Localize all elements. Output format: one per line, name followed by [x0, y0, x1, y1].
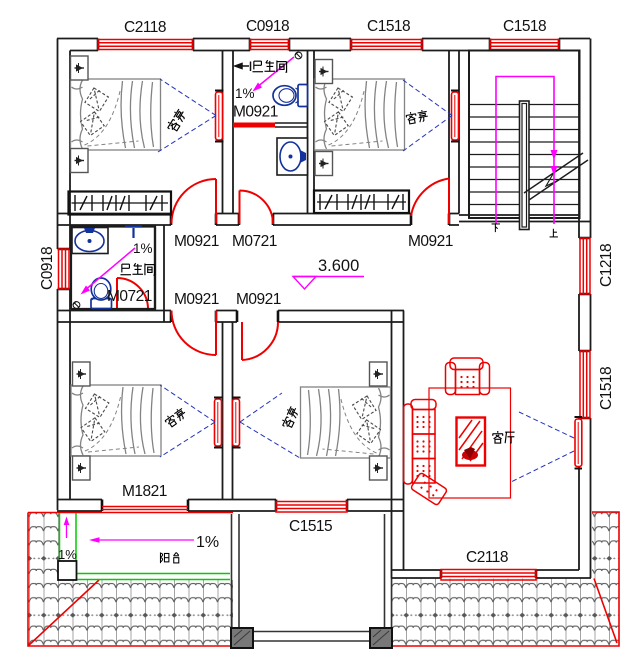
svg-text:M0921: M0921	[408, 233, 453, 250]
svg-text:C1518: C1518	[503, 18, 546, 35]
svg-text:C2118: C2118	[466, 549, 508, 566]
svg-text:M1821: M1821	[122, 483, 167, 500]
svg-text:C1218: C1218	[598, 244, 615, 287]
svg-text:C0918: C0918	[39, 247, 56, 290]
svg-text:C1518: C1518	[598, 367, 615, 410]
svg-text:M0721: M0721	[107, 288, 152, 305]
svg-text:M0721: M0721	[232, 233, 277, 250]
svg-text:M0921: M0921	[233, 104, 278, 121]
svg-text:3.600: 3.600	[318, 257, 359, 275]
svg-text:C1518: C1518	[367, 18, 410, 35]
svg-text:C2118: C2118	[124, 19, 166, 36]
svg-text:C0918: C0918	[246, 18, 289, 35]
svg-text:1%: 1%	[235, 86, 255, 101]
svg-text:1%: 1%	[196, 534, 219, 551]
svg-text:C1515: C1515	[289, 518, 332, 535]
svg-text:M0921: M0921	[174, 291, 219, 308]
svg-text:1%: 1%	[133, 241, 153, 256]
svg-text:M0921: M0921	[236, 291, 281, 308]
svg-text:M0921: M0921	[174, 233, 219, 250]
svg-text:1%: 1%	[58, 547, 77, 562]
